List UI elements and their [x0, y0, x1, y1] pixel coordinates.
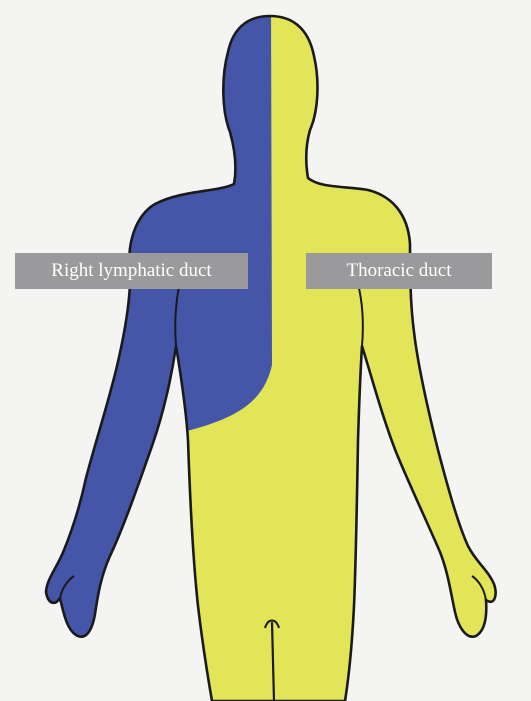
- thoracic-duct-label: Thoracic duct: [306, 253, 492, 289]
- right-arm-region: [0, 432, 183, 650]
- right-lymphatic-duct-label: Right lymphatic duct: [15, 253, 248, 289]
